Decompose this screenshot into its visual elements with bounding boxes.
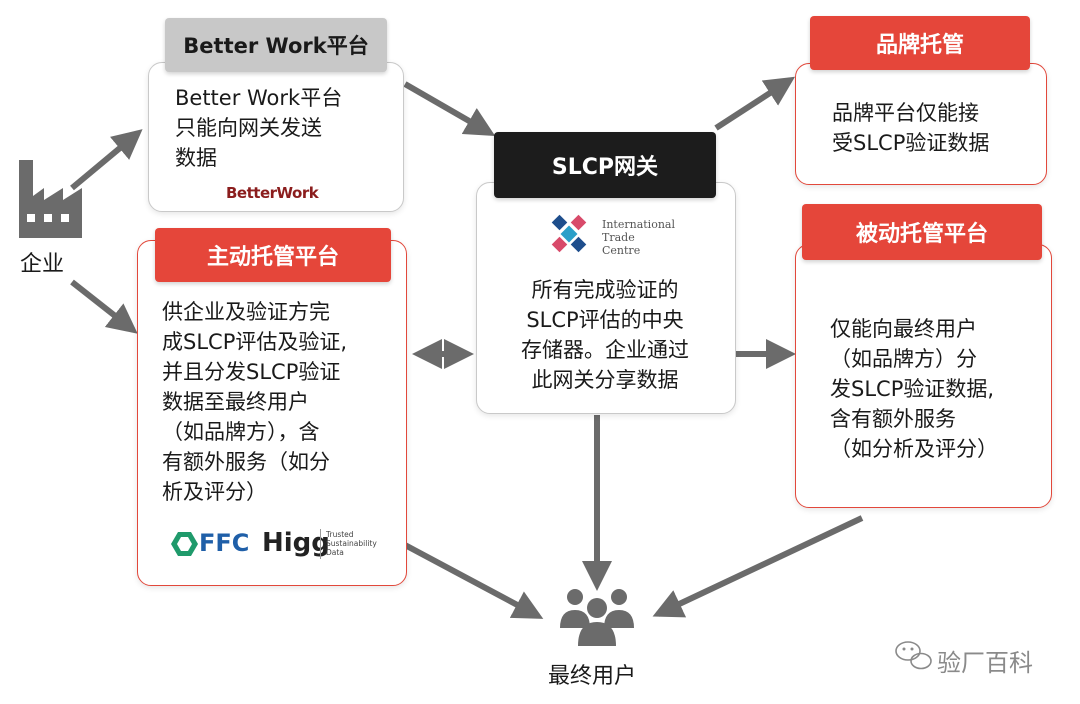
watermark-text: 验厂百科 <box>937 649 1033 677</box>
brand-hosting-header: 品牌托管 <box>810 16 1030 70</box>
gateway-box <box>476 182 736 414</box>
arrow-enterprise-to-active <box>70 279 138 334</box>
enterprise-label: 企业 <box>20 252 65 277</box>
passive-platform-body: 仅能向最终用户 （如品牌方）分 发SLCP验证数据, 含有额外服务 （如分析及评… <box>830 317 998 461</box>
higg-divider <box>320 529 321 559</box>
brand-hosting-body: 品牌平台仅能接 受SLCP验证数据 <box>832 101 990 155</box>
gateway-header: SLCP网关 <box>494 132 716 198</box>
end-users-label: 最终用户 <box>548 664 637 689</box>
active-platform-body: 供企业及验证方完 成SLCP评估及验证, 并且分发SLCP验证 数据至最终用户 … <box>162 300 348 504</box>
active-platform-header: 主动托管平台 <box>155 228 391 282</box>
betterwork-header: Better Work平台 <box>165 18 387 72</box>
arrow-enterprise-to-betterwork <box>70 129 143 191</box>
betterwork-logo: BetterWork <box>226 184 319 202</box>
arrow-betterwork-to-gateway <box>403 81 496 136</box>
brand-hosting-box <box>795 63 1047 185</box>
ffc-logo-text: FFC <box>199 529 250 557</box>
arrow-gateway-to-brand <box>714 76 796 131</box>
arrow-passive-to-users <box>652 515 864 618</box>
passive-platform-box <box>795 244 1052 508</box>
higg-logo-text: Higg <box>262 528 330 558</box>
active-platform-box <box>137 240 407 586</box>
higg-logo-tagline: Trusted Sustainability Data <box>326 530 377 557</box>
betterwork-body: Better Work平台 只能向网关发送 数据 <box>175 86 343 170</box>
passive-platform-header: 被动托管平台 <box>802 204 1042 260</box>
gateway-body: 所有完成验证的 SLCP评估的中央 存储器。企业通过 此网关分享数据 <box>521 278 689 392</box>
itc-logo-text: International Trade Centre <box>602 218 675 257</box>
betterwork-box <box>148 62 404 212</box>
arrow-active-to-users <box>403 542 544 619</box>
